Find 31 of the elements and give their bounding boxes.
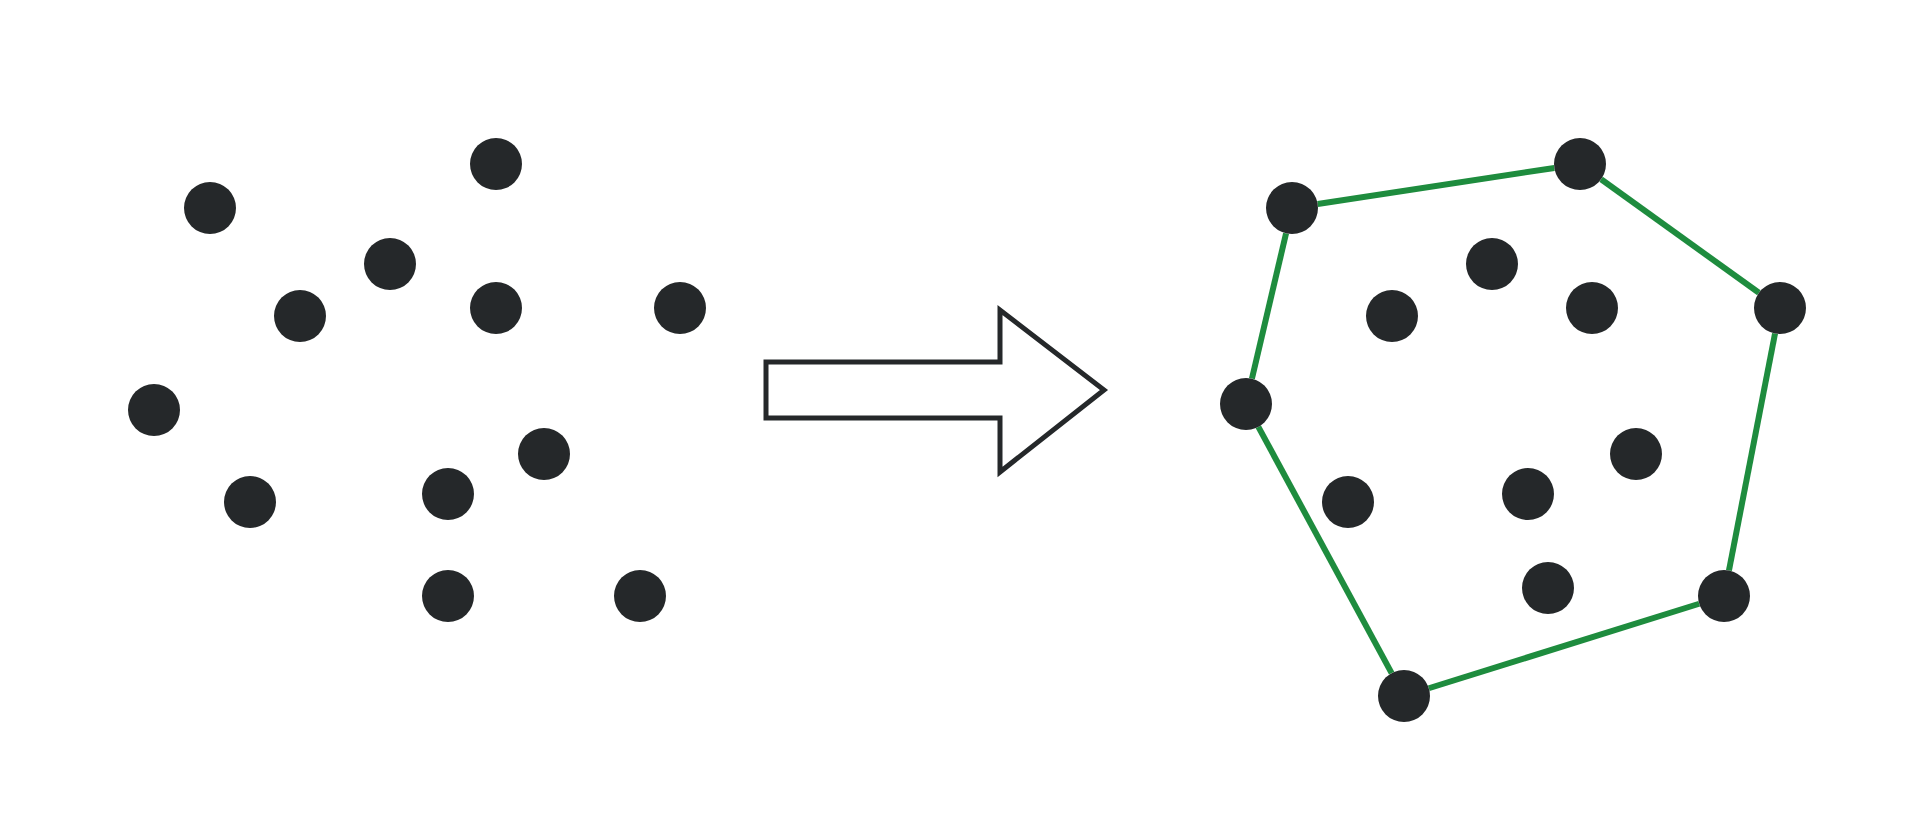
point-dot — [1522, 562, 1574, 614]
point-dot — [1266, 182, 1318, 234]
hull-line — [1255, 425, 1395, 675]
point-dot — [654, 282, 706, 334]
point-dot — [1554, 138, 1606, 190]
point-dot — [1322, 476, 1374, 528]
point-dot — [274, 290, 326, 342]
point-dot — [224, 476, 276, 528]
point-dot — [1754, 282, 1806, 334]
point-dot — [1698, 570, 1750, 622]
point-dot — [470, 138, 522, 190]
point-dot — [614, 570, 666, 622]
point-dot — [128, 384, 180, 436]
hull-line — [1427, 600, 1701, 692]
point-dot — [518, 428, 570, 480]
point-dot — [364, 238, 416, 290]
point-dot — [1378, 670, 1430, 722]
point-dot — [1566, 282, 1618, 334]
point-dot — [1220, 378, 1272, 430]
point-dot — [470, 282, 522, 334]
hull-line — [1599, 176, 1761, 296]
point-dot — [422, 468, 474, 520]
point-dot — [1610, 428, 1662, 480]
hull-line — [1249, 232, 1289, 380]
point-dot — [1366, 290, 1418, 342]
hull-line — [1726, 332, 1778, 572]
point-dot — [1502, 468, 1554, 520]
point-dot — [422, 570, 474, 622]
point-dot — [184, 182, 236, 234]
point-dot — [1466, 238, 1518, 290]
hull-line — [1317, 164, 1555, 208]
